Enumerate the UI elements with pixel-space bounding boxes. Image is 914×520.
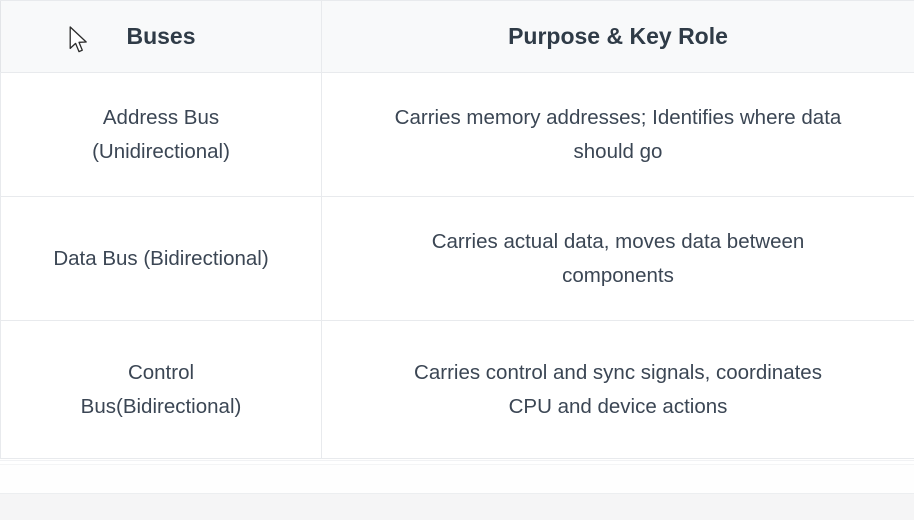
- bus-purpose-line-1: Carries control and sync signals, coordi…: [414, 361, 822, 385]
- table-body: Address Bus (Unidirectional) Carries mem…: [0, 72, 914, 459]
- column-header-purpose[interactable]: Purpose & Key Role: [321, 0, 914, 73]
- table-row: Control Bus(Bidirectional) Carries contr…: [0, 320, 914, 459]
- footer-band: [0, 494, 914, 520]
- bus-purpose-line-2: components: [562, 263, 674, 287]
- cell-bus-purpose: Carries memory addresses; Identifies whe…: [321, 72, 914, 197]
- bus-name-line-2: (Unidirectional): [92, 139, 230, 163]
- bus-name-line-2: Bus(Bidirectional): [80, 394, 242, 418]
- cell-bus-purpose: Carries control and sync signals, coordi…: [321, 320, 914, 459]
- table-row: Address Bus (Unidirectional) Carries mem…: [0, 72, 914, 197]
- content-spacer-block: [0, 465, 914, 494]
- table-header: Buses Purpose & Key Role: [0, 0, 914, 73]
- cell-bus-purpose: Carries actual data, moves data between …: [321, 196, 914, 321]
- bus-name-line-1: Data Bus (Bidirectional): [53, 246, 269, 270]
- below-table-divider: [0, 460, 914, 465]
- bus-purpose-line-1: Carries actual data, moves data between: [431, 230, 805, 254]
- bus-comparison-table: Buses Purpose & Key Role Address Bus (Un…: [0, 0, 914, 459]
- cell-bus-name: Data Bus (Bidirectional): [0, 196, 322, 321]
- bus-purpose-line-2: CPU and device actions: [508, 394, 728, 418]
- column-header-buses[interactable]: Buses: [0, 0, 322, 73]
- cell-bus-name: Address Bus (Unidirectional): [0, 72, 322, 197]
- bus-purpose-line-2: should go: [573, 139, 663, 163]
- table-row: Data Bus (Bidirectional) Carries actual …: [0, 196, 914, 321]
- bus-name-line-1: Address Bus: [102, 106, 220, 130]
- table-header-row: Buses Purpose & Key Role: [0, 0, 914, 73]
- bus-purpose-line-1: Carries memory addresses; Identifies whe…: [394, 106, 842, 130]
- bus-name-line-1: Control: [127, 361, 195, 385]
- cell-bus-name: Control Bus(Bidirectional): [0, 320, 322, 459]
- bus-table-container: Buses Purpose & Key Role Address Bus (Un…: [0, 0, 914, 459]
